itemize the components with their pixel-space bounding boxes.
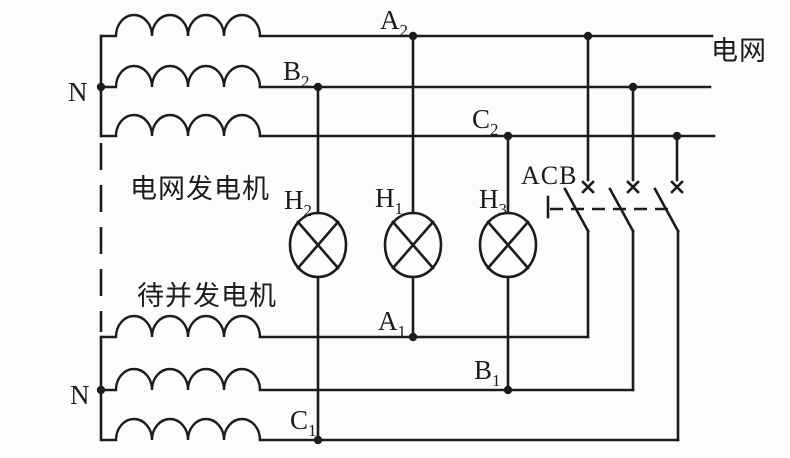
standby-gen-neutral-junction-dot (96, 385, 106, 395)
label-phase-a1: A1 (378, 306, 406, 341)
standby-gen-winding-b (99, 367, 262, 392)
acb-pole1-contact-x-icon (581, 180, 595, 194)
standby-generator (96, 314, 262, 442)
lamp-h3 (478, 134, 538, 392)
standby-gen-winding-a (99, 314, 262, 339)
junction-dot-b1-lamp (503, 385, 513, 395)
grid-gen-winding-c (99, 113, 262, 138)
acb-pole3-contact-x-icon (670, 180, 684, 194)
grid-gen-winding-a (99, 13, 262, 38)
junction-dot-a1-lamp (408, 332, 418, 342)
label-grid-generator: 电网发电机 (130, 174, 270, 204)
label-lamp-h3: H3 (479, 184, 507, 219)
junction-dot-c2-lamp (503, 131, 513, 141)
label-grid: 电网 (711, 36, 767, 66)
lamp-h1-bulb-icon (383, 211, 443, 279)
junction-dot-c1-lamp (313, 435, 323, 445)
label-phase-b1: B1 (474, 355, 501, 390)
label-standby-generator: 待并发电机 (137, 281, 277, 311)
standby-gen-winding-c (99, 417, 262, 442)
lamp-h2 (288, 85, 348, 442)
lamp-h1-cross (391, 220, 435, 270)
junction-dot-b2-breaker (628, 82, 638, 92)
acb-breaker (546, 34, 684, 442)
label-neutral-bottom: N (70, 380, 90, 410)
label-acb: ACB (521, 161, 577, 190)
junction-dot-a2-lamp (408, 31, 418, 41)
label-phase-c1: C1 (290, 405, 317, 440)
lamp-h3-bulb-icon (478, 211, 538, 279)
junction-dot-b2-lamp (313, 82, 323, 92)
lamp-h2-cross (296, 220, 340, 270)
label-neutral-top: N (68, 77, 88, 107)
lamp-h3-cross (486, 220, 530, 270)
label-phase-a2: A2 (380, 5, 408, 40)
grid-gen-winding-b (99, 64, 262, 89)
label-phase-b2: B2 (283, 56, 310, 91)
grid-generator (96, 13, 262, 138)
acb-pole2-contact-x-icon (626, 180, 640, 194)
label-phase-c2: C2 (472, 104, 499, 139)
junction-dots (313, 31, 682, 445)
label-lamp-h2: H2 (284, 185, 312, 220)
junction-dot-a2-breaker (583, 31, 593, 41)
lamp-h1 (383, 34, 443, 339)
junction-dot-c2-breaker (672, 131, 682, 141)
grid-gen-neutral-junction-dot (96, 82, 106, 92)
lamp-h2-bulb-icon (288, 211, 348, 279)
label-lamp-h1: H1 (375, 183, 403, 218)
